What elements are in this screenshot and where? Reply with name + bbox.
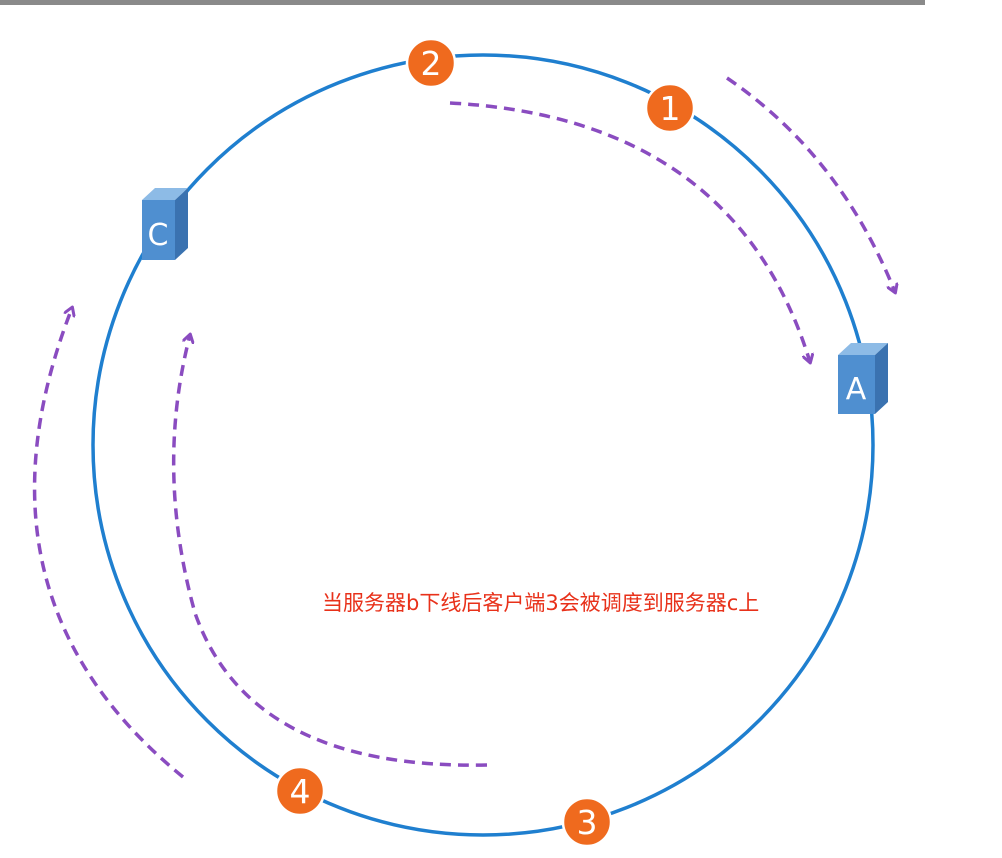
failover-caption: 当服务器b下线后客户端3会被调度到服务器c上 xyxy=(322,591,760,615)
client-2-label: 2 xyxy=(421,44,442,83)
client-4-node: 4 xyxy=(274,765,326,817)
server-a-node: A xyxy=(838,343,888,414)
server-c-label: C xyxy=(148,218,169,253)
arrow-client-1-to-server-a xyxy=(726,76,895,292)
client-2-node: 2 xyxy=(405,37,457,89)
arrow-client-2-to-server-a xyxy=(449,101,810,362)
client-4-label: 4 xyxy=(290,772,311,811)
client-3-node: 3 xyxy=(561,796,613,848)
client-1-node: 1 xyxy=(644,82,696,134)
arrow-client-3-to-server-c xyxy=(171,335,488,767)
top-divider xyxy=(0,0,925,5)
server-c-node: C xyxy=(142,188,188,260)
hash-ring xyxy=(91,53,875,837)
client-1-label: 1 xyxy=(660,89,681,128)
server-a-label: A xyxy=(846,372,867,407)
arrow-client-4-to-server-c xyxy=(32,308,185,779)
client-3-label: 3 xyxy=(577,803,598,842)
